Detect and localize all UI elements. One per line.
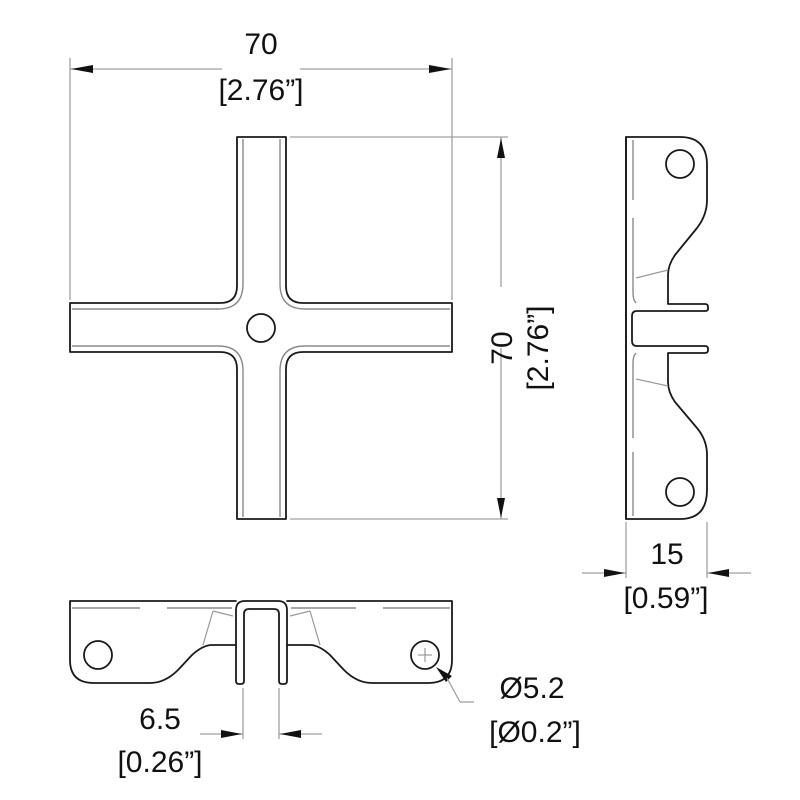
bottom-view xyxy=(69,600,453,685)
width-dimension xyxy=(69,58,453,300)
side-hole-top xyxy=(665,149,695,179)
height-mm-label: 70 xyxy=(486,331,519,365)
top-view-cross xyxy=(69,136,453,520)
height-label-group: 70 [2.76”] xyxy=(484,248,556,448)
width-inch-label: [2.76”] xyxy=(218,74,304,107)
height-dimension xyxy=(290,136,508,520)
channel-inch-label: [0.26”] xyxy=(117,746,203,779)
hole-diameter-leader xyxy=(436,667,474,703)
center-hole xyxy=(246,313,276,343)
side-hole-bottom xyxy=(665,477,695,507)
depth-inch-label: [0.59”] xyxy=(623,582,709,615)
bottom-hole-left xyxy=(83,640,113,670)
width-mm-label: 70 xyxy=(244,28,278,61)
depth-dimension xyxy=(582,522,751,578)
channel-mm-label: 6.5 xyxy=(139,703,181,736)
channel-width-dimension xyxy=(200,688,322,739)
hole-mm-label: Ø5.2 xyxy=(499,672,565,705)
side-view xyxy=(625,136,709,520)
depth-mm-label: 15 xyxy=(650,538,684,571)
height-inch-label: [2.76”] xyxy=(522,305,555,391)
hole-inch-label: [Ø0.2”] xyxy=(489,716,581,749)
